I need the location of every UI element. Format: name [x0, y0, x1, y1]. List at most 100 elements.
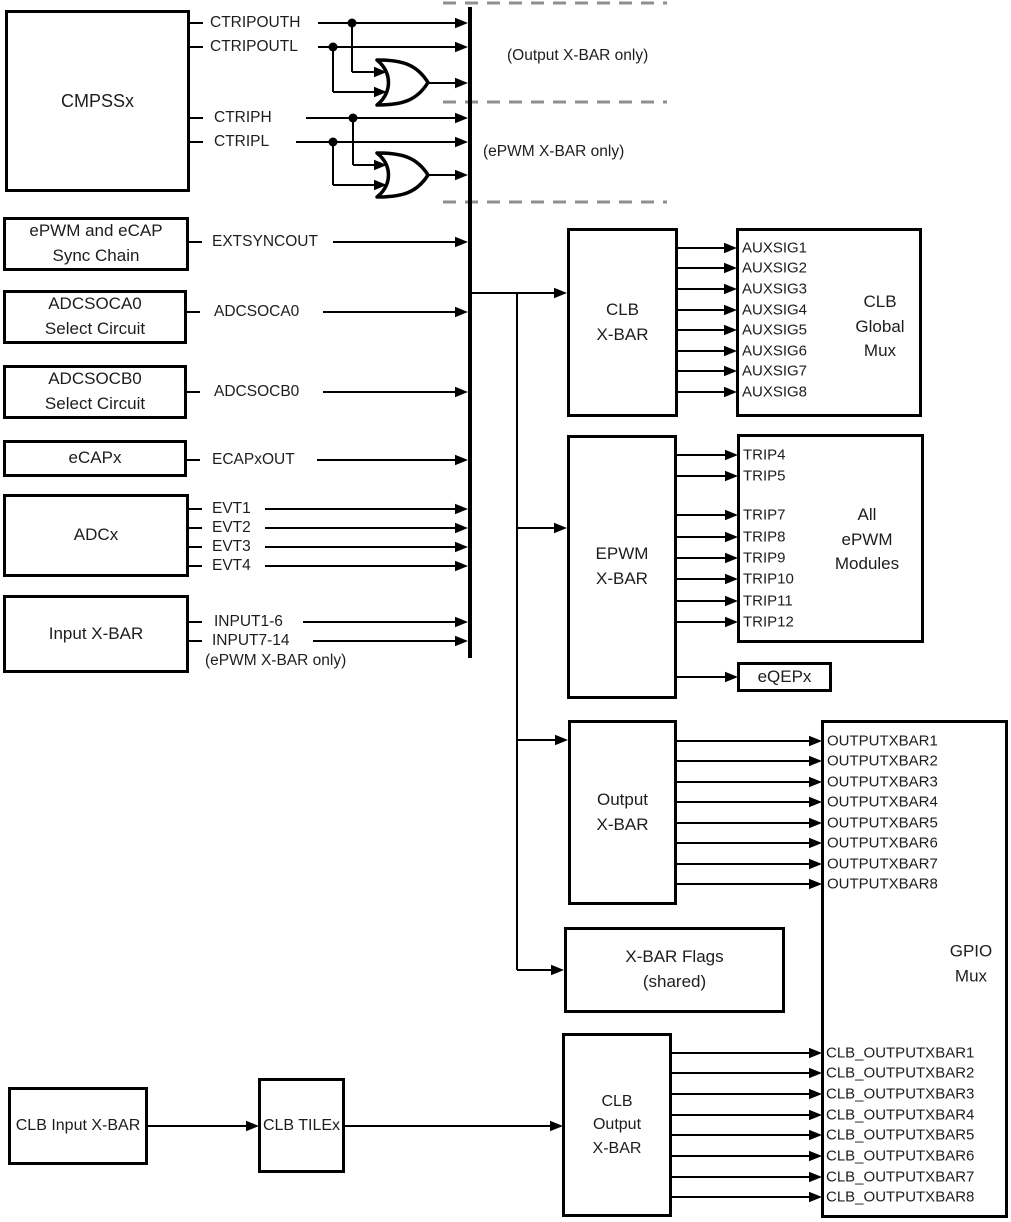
clb-outputxbar-wire-arrowhead-icon — [809, 1150, 822, 1162]
clb-output-xbar-label: CLB Output X-BAR — [592, 1093, 642, 1157]
or-top-in1-arrowhead-icon — [374, 66, 387, 78]
signal-evt4-wire-arrowhead-icon — [455, 560, 468, 572]
feed-xbar-flags-arrowhead-icon — [551, 964, 564, 976]
xbar-flags-label: X-BAR Flags (shared) — [625, 947, 724, 991]
all-epwm-modules-label: All ePWM Modules — [834, 505, 900, 574]
port-label-auxsig7: AUXSIG7 — [742, 362, 808, 380]
outputxbar-wire-arrowhead-icon — [809, 735, 822, 747]
signal-label-evt3: EVT3 — [212, 538, 251, 555]
signal-extsyncout-wire-arrowhead-icon — [455, 236, 468, 248]
trip-wire-arrowhead-icon — [725, 449, 738, 461]
adcsocb0-sel-label: ADCSOCB0 Select Circuit — [44, 369, 146, 413]
gpio-mux-box: GPIO Mux — [821, 720, 1008, 1218]
signal-label-ctripouth: CTRIPOUTH — [210, 14, 301, 31]
port-label-trip9: TRIP9 — [743, 549, 786, 567]
signal-evt2-wire-arrowhead-icon — [455, 522, 468, 534]
auxsig-wire-arrowhead-icon — [724, 345, 737, 357]
tile-to-clb-output-arrowhead-icon — [550, 1120, 563, 1132]
auxsig-wire-arrowhead-icon — [724, 242, 737, 254]
signal-label-input7-14: INPUT7-14 — [212, 632, 290, 649]
or-gate-top-icon — [375, 58, 430, 107]
signal-adcsocb0-wire-arrowhead-icon — [455, 386, 468, 398]
signal-adcsoca0-wire-arrowhead-icon — [455, 306, 468, 318]
port-label-auxsig2: AUXSIG2 — [742, 259, 808, 277]
input-xbar-label: Input X-BAR — [48, 623, 144, 643]
outputxbar-wire-arrowhead-icon — [809, 755, 822, 767]
port-label-outputxbar8: OUTPUTXBAR8 — [827, 875, 938, 893]
port-label-auxsig6: AUXSIG6 — [742, 342, 808, 360]
clb-tilex-label: CLB TILEx — [262, 1116, 341, 1134]
trip-wire-arrowhead-icon — [725, 616, 738, 628]
signal-ctripoutl-wire-arrowhead-icon — [455, 41, 468, 53]
signal-label-input1-6: INPUT1-6 — [214, 613, 283, 630]
eqepx-label: eQEPx — [757, 666, 812, 686]
port-label-trip7: TRIP7 — [743, 506, 786, 524]
eqepx-wire-arrowhead-icon — [725, 671, 738, 683]
port-label-clb_outputxbar5: CLB_OUTPUTXBAR5 — [826, 1126, 975, 1144]
port-label-trip5: TRIP5 — [743, 467, 786, 485]
clb-xbar-label: CLB X-BAR — [596, 299, 649, 344]
or-bottom-in1-arrowhead-icon — [374, 159, 387, 171]
signal-evt1-wire-arrowhead-icon — [455, 503, 468, 515]
trip-wire-arrowhead-icon — [725, 509, 738, 521]
clb-tilex-box: CLB TILEx — [258, 1078, 345, 1173]
trip-wire-arrowhead-icon — [725, 595, 738, 607]
adcsoca0-sel-label: ADCSOCA0 Select Circuit — [44, 294, 146, 338]
signal-bus-line — [468, 7, 472, 658]
clb-xbar-box: CLB X-BAR — [567, 228, 678, 417]
clb-outputxbar-wire-arrowhead-icon — [809, 1109, 822, 1121]
port-label-clb_outputxbar3: CLB_OUTPUTXBAR3 — [826, 1085, 975, 1103]
trip-wire-arrowhead-icon — [725, 573, 738, 585]
clb-output-xbar-box: CLB Output X-BAR — [562, 1033, 672, 1217]
note-epwm-xbar-only: (ePWM X-BAR only) — [483, 143, 625, 160]
port-label-outputxbar3: OUTPUTXBAR3 — [827, 773, 938, 791]
clb-outputxbar-wire-arrowhead-icon — [809, 1191, 822, 1203]
auxsig-wire-arrowhead-icon — [724, 386, 737, 398]
auxsig-wire-arrowhead-icon — [724, 283, 737, 295]
outputxbar-wire-arrowhead-icon — [809, 776, 822, 788]
signal-label-ctriph: CTRIPH — [214, 109, 272, 126]
clb-global-mux-box: CLB Global Mux — [736, 228, 922, 417]
port-label-trip12: TRIP12 — [743, 613, 794, 631]
trip-wire-arrowhead-icon — [725, 552, 738, 564]
port-label-outputxbar5: OUTPUTXBAR5 — [827, 814, 938, 832]
signal-ctriph-wire-arrowhead-icon — [455, 112, 468, 124]
port-label-auxsig3: AUXSIG3 — [742, 280, 808, 298]
clb-input-to-tile-arrowhead-icon — [246, 1120, 259, 1132]
signal-label-ctripoutl: CTRIPOUTL — [210, 38, 298, 55]
adcsocb0-sel-box: ADCSOCB0 Select Circuit — [3, 365, 187, 419]
port-label-clb_outputxbar2: CLB_OUTPUTXBAR2 — [826, 1064, 975, 1082]
port-label-trip4: TRIP4 — [743, 446, 786, 464]
outputxbar-wire-arrowhead-icon — [809, 817, 822, 829]
signal-label-extsyncout: EXTSYNCOUT — [212, 233, 318, 250]
port-label-trip11: TRIP11 — [743, 592, 793, 610]
port-label-clb_outputxbar4: CLB_OUTPUTXBAR4 — [826, 1106, 975, 1124]
clb-outputxbar-wire-arrowhead-icon — [809, 1088, 822, 1100]
xbar-flags-box: X-BAR Flags (shared) — [564, 927, 785, 1013]
clb-outputxbar-wire-arrowhead-icon — [809, 1129, 822, 1141]
adcsoca0-sel-box: ADCSOCA0 Select Circuit — [3, 290, 187, 344]
signal-label-ecapxout: ECAPxOUT — [212, 451, 295, 468]
signal-ecapxout-wire-arrowhead-icon — [455, 454, 468, 466]
signal-evt3-wire-arrowhead-icon — [455, 541, 468, 553]
clb-outputxbar-wire-arrowhead-icon — [809, 1067, 822, 1079]
port-label-auxsig4: AUXSIG4 — [742, 301, 808, 319]
outputxbar-wire-arrowhead-icon — [809, 858, 822, 870]
feed-epwm-xbar-arrowhead-icon — [554, 522, 567, 534]
note-input7-14-epwm-only: (ePWM X-BAR only) — [205, 652, 347, 669]
or-gate-bottom-icon — [375, 151, 430, 199]
sync-chain-box: ePWM and eCAP Sync Chain — [3, 217, 189, 271]
cmpssx-box: CMPSSx — [5, 10, 190, 192]
port-label-auxsig8: AUXSIG8 — [742, 383, 808, 401]
or-top-out-arrowhead-icon — [455, 77, 468, 89]
clb-global-mux-label: CLB Global Mux — [855, 292, 905, 361]
or-bottom-in2-arrowhead-icon — [374, 179, 387, 191]
port-label-outputxbar4: OUTPUTXBAR4 — [827, 793, 938, 811]
signal-label-evt4: EVT4 — [212, 557, 251, 574]
output-xbar-label: Output X-BAR — [596, 789, 649, 834]
cmpssx-label: CMPSSx — [60, 90, 134, 111]
signal-ctripouth-wire-arrowhead-icon — [455, 17, 468, 29]
trip-wire-arrowhead-icon — [725, 531, 738, 543]
signal-label-ctripl: CTRIPL — [214, 133, 270, 150]
auxsig-wire-arrowhead-icon — [724, 324, 737, 336]
